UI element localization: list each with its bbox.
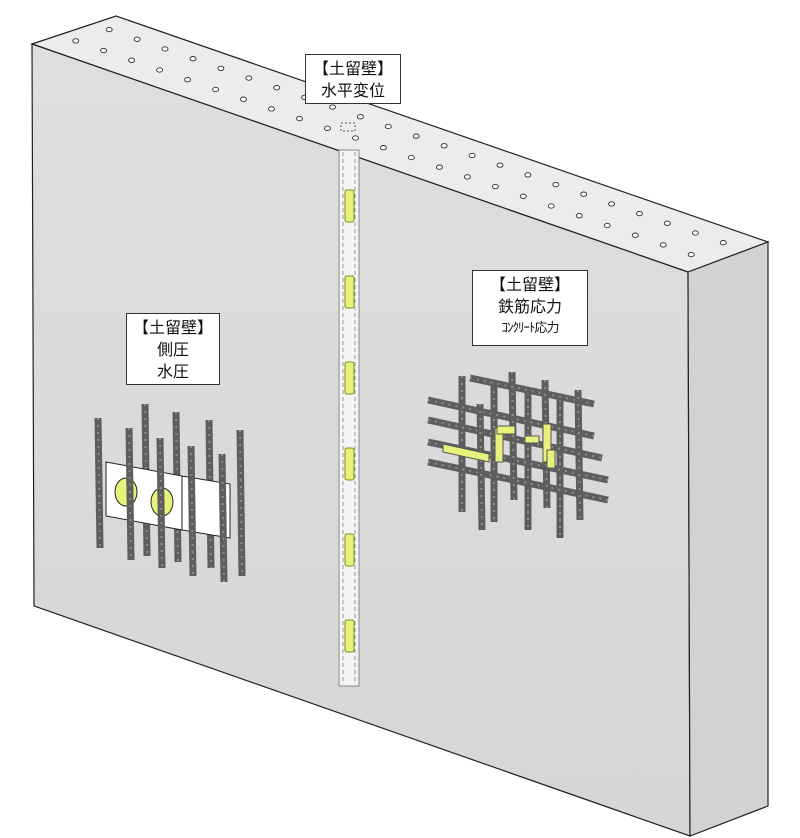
label-top-title: 【土留壁】 <box>312 59 393 78</box>
top-hole <box>133 36 141 42</box>
top-hole <box>189 56 197 62</box>
top-hole <box>603 222 611 229</box>
top-hole <box>407 154 415 161</box>
top-hole <box>105 26 113 33</box>
mesh-horizontal-ribs <box>469 377 595 405</box>
inclinometer-pipe <box>338 149 360 687</box>
mesh-horizontal-ribs <box>427 419 603 459</box>
label-right-line1: 鉄筋応力 <box>497 297 562 316</box>
label-left-title: 【土留壁】 <box>132 318 213 337</box>
concrete-gauge-1 <box>496 425 516 435</box>
top-hole <box>356 114 364 120</box>
top-hole <box>240 96 247 102</box>
inclinometer-sensor <box>344 447 355 481</box>
top-hole <box>608 201 616 207</box>
inclinometer-sensor <box>344 189 355 223</box>
top-hole <box>268 106 275 112</box>
top-hole <box>352 135 359 141</box>
wall-side-face <box>687 241 769 837</box>
label-right-line2: ｺﾝｸﾘｰﾄ応力 <box>501 321 559 336</box>
pipe-sensors <box>344 189 355 653</box>
top-hole <box>636 210 643 217</box>
top-hole <box>519 193 527 199</box>
label-top-line1: 水平変位 <box>320 81 385 100</box>
inclinometer-top-marker <box>340 122 356 132</box>
right-rebar-mesh <box>427 371 609 538</box>
mesh-front-vertical-ribs <box>511 371 515 501</box>
top-hole <box>273 85 281 91</box>
label-right-title: 【土留壁】 <box>489 275 570 294</box>
top-hole <box>687 251 695 258</box>
top-hole <box>440 143 448 149</box>
front-vertical-rebar-ribs <box>159 437 163 569</box>
front-vertical-rebar-ribs <box>128 427 132 561</box>
top-hole <box>217 65 225 72</box>
rear-vertical-rebar-ribs <box>144 403 148 557</box>
top-holes <box>72 26 727 258</box>
mesh-horizontal-ribs <box>427 441 609 481</box>
concrete-gauge-2 <box>524 435 540 444</box>
top-hole <box>491 183 499 190</box>
label-earth-water-pressure: 【土留壁】 側圧 水圧 <box>126 313 220 385</box>
label-rebar-concrete-stress: 【土留壁】 鉄筋応力 ｺﾝｸﾘｰﾄ応力 <box>472 270 588 346</box>
earth-pressure-gauge <box>114 477 138 507</box>
top-hole <box>384 123 392 130</box>
top-hole <box>296 115 303 122</box>
top-hole <box>435 164 443 170</box>
rear-vertical-rebar <box>236 429 246 577</box>
inclinometer-sensor <box>344 361 355 395</box>
label-left-line2: 水圧 <box>156 362 189 381</box>
top-hole <box>552 181 560 188</box>
left-front-rebars <box>94 417 228 583</box>
inclinometer-sensor <box>344 275 355 309</box>
top-hole <box>184 77 192 83</box>
top-hole <box>691 230 699 236</box>
top-hole <box>663 220 671 226</box>
top-hole <box>324 125 331 131</box>
top-hole <box>329 104 336 110</box>
inclinometer-sensor <box>344 533 355 567</box>
top-hole <box>631 232 639 238</box>
top-hole <box>156 67 164 73</box>
top-hole <box>161 46 169 52</box>
label-horizontal-displacement: 【土留壁】 水平変位 <box>305 54 401 104</box>
top-hole <box>128 57 136 63</box>
mesh-front-vertical-ribs <box>479 403 483 531</box>
label-left-line1: 側圧 <box>156 340 189 359</box>
top-hole <box>379 145 387 151</box>
top-hole <box>412 133 420 139</box>
top-hole <box>100 47 108 54</box>
top-hole <box>719 240 727 246</box>
front-vertical-rebar-ribs <box>190 445 194 577</box>
inclinometer-sensor <box>344 619 355 653</box>
top-hole <box>575 213 583 219</box>
top-hole <box>496 162 504 168</box>
front-vertical-rebar-ribs <box>221 453 225 583</box>
top-hole <box>245 75 253 81</box>
rebar-stress-gauges <box>442 423 556 469</box>
top-hole <box>547 203 555 209</box>
rebar-gauge-vertical-3 <box>546 449 556 469</box>
top-hole <box>468 152 476 159</box>
rebar-gauge-horizontal <box>442 443 490 463</box>
top-hole <box>580 191 588 197</box>
top-hole <box>524 172 532 178</box>
mesh-horizontal-ribs <box>427 461 609 501</box>
front-vertical-rebar-ribs <box>97 417 101 549</box>
top-hole <box>212 86 220 93</box>
top-hole <box>659 242 667 248</box>
mesh-front-vertical-ribs <box>577 389 581 521</box>
top-hole <box>463 174 471 180</box>
top-hole <box>72 38 80 44</box>
